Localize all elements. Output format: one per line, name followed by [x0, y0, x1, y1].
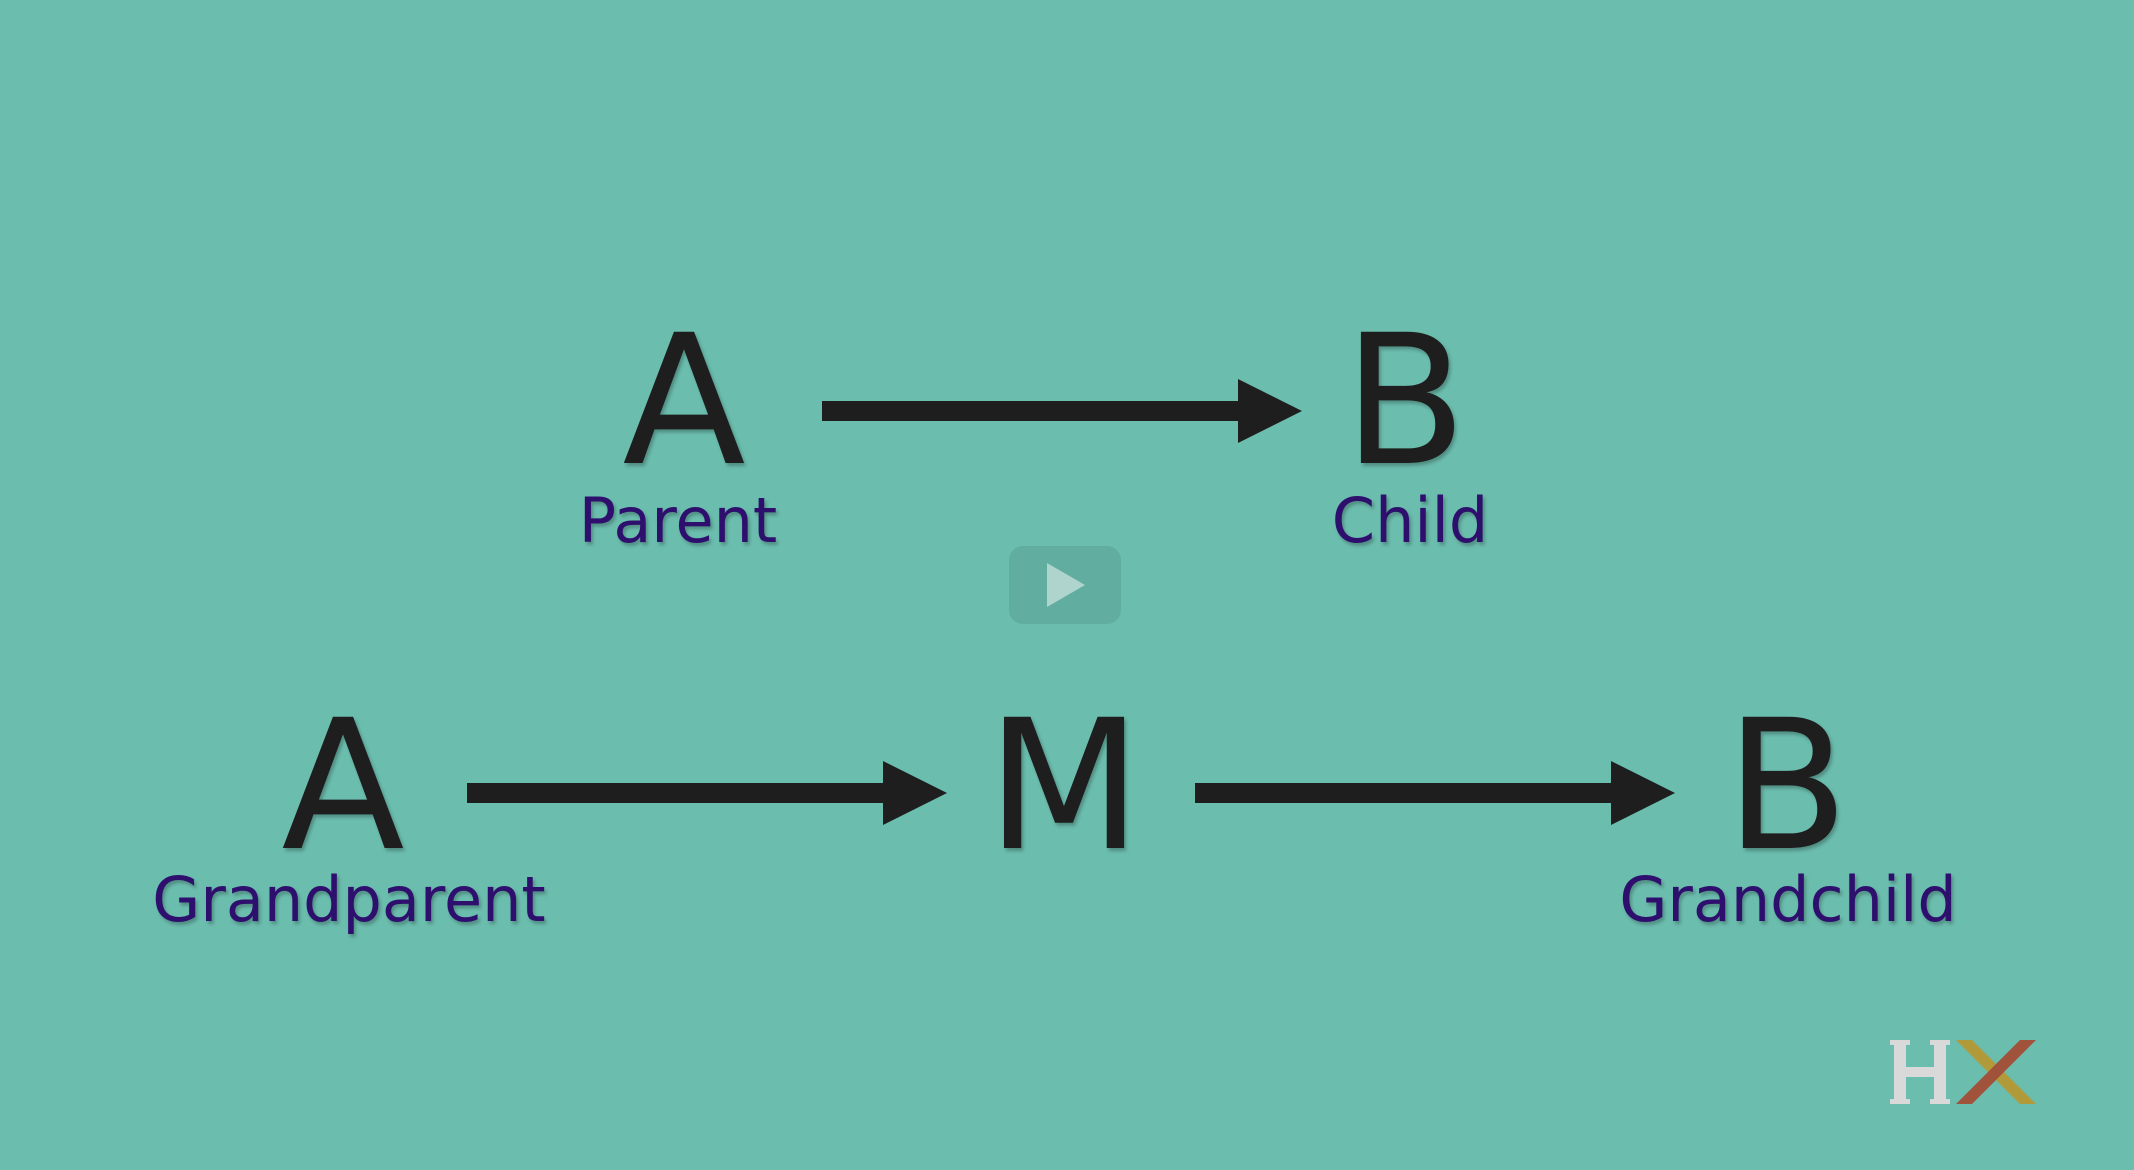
- play-button[interactable]: [1009, 546, 1121, 624]
- hx-logo: [1890, 1040, 2036, 1104]
- child-node-label: Child: [1331, 484, 1489, 557]
- grandparent-to-middle-arrow: [467, 761, 947, 825]
- middle-to-grandchild-arrow: [1195, 761, 1675, 825]
- parent-node-letter: A: [622, 297, 746, 506]
- parent-node-label: Parent: [578, 484, 778, 557]
- grandchild-node-label: Grandchild: [1619, 863, 1957, 936]
- grandparent-node-letter: A: [281, 682, 405, 891]
- play-icon: [1047, 563, 1085, 607]
- grandparent-node-label: Grandparent: [152, 863, 546, 936]
- child-node-letter: B: [1343, 297, 1467, 506]
- middle-node-letter: M: [986, 682, 1142, 891]
- parent-to-child-arrow: [822, 379, 1302, 443]
- grandchild-node-letter: B: [1725, 682, 1849, 891]
